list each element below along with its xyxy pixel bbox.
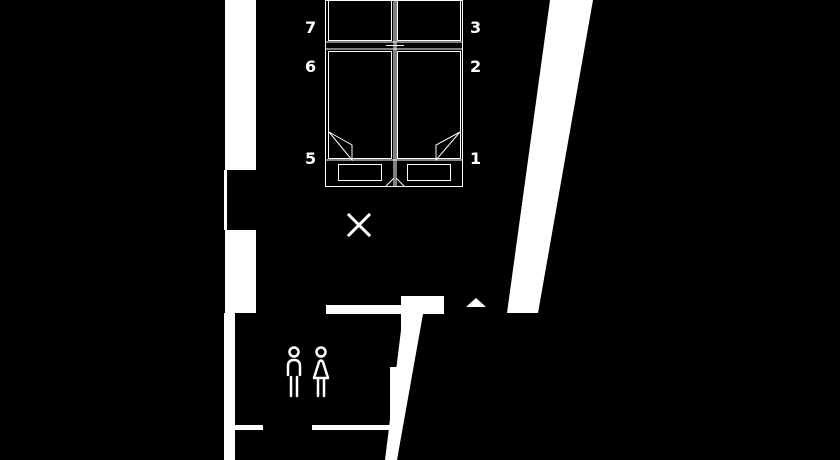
man-icon <box>286 346 302 398</box>
bed-label-3: 3 <box>470 18 481 37</box>
left-wall-middle <box>225 230 256 313</box>
bed-label-7: 7 <box>305 18 316 37</box>
left-wall-thin <box>224 170 227 230</box>
bottom-wall-right <box>312 425 392 430</box>
bed-number-labels: 7 6 5 3 2 1 <box>305 18 481 168</box>
partition-wall-top <box>326 305 406 314</box>
restroom-wall-left <box>401 314 409 367</box>
sheet-fold-right <box>435 131 461 162</box>
right-slanted-wall <box>507 0 593 313</box>
bed-left <box>328 51 392 159</box>
woman-icon <box>312 346 330 398</box>
walls <box>224 0 593 460</box>
bunk-beds <box>325 0 463 187</box>
sheet-fold-left <box>328 131 353 162</box>
restroom-wall-stub <box>390 367 401 427</box>
left-wall-lower <box>224 313 235 460</box>
pillow-left <box>338 164 382 181</box>
restroom-icon <box>286 346 330 398</box>
pillow-right <box>407 164 451 181</box>
bed-label-1: 1 <box>470 149 481 168</box>
triangle-up-icon <box>466 298 486 307</box>
bed-label-5: 5 <box>305 149 316 168</box>
bed-right <box>397 51 461 159</box>
x-mark-icon <box>346 212 372 238</box>
bed-label-6: 6 <box>305 57 316 76</box>
bed-label-2: 2 <box>470 57 481 76</box>
left-wall-upper <box>225 0 256 170</box>
bottom-wall-left <box>235 425 263 430</box>
partition-wall-block <box>401 296 444 314</box>
